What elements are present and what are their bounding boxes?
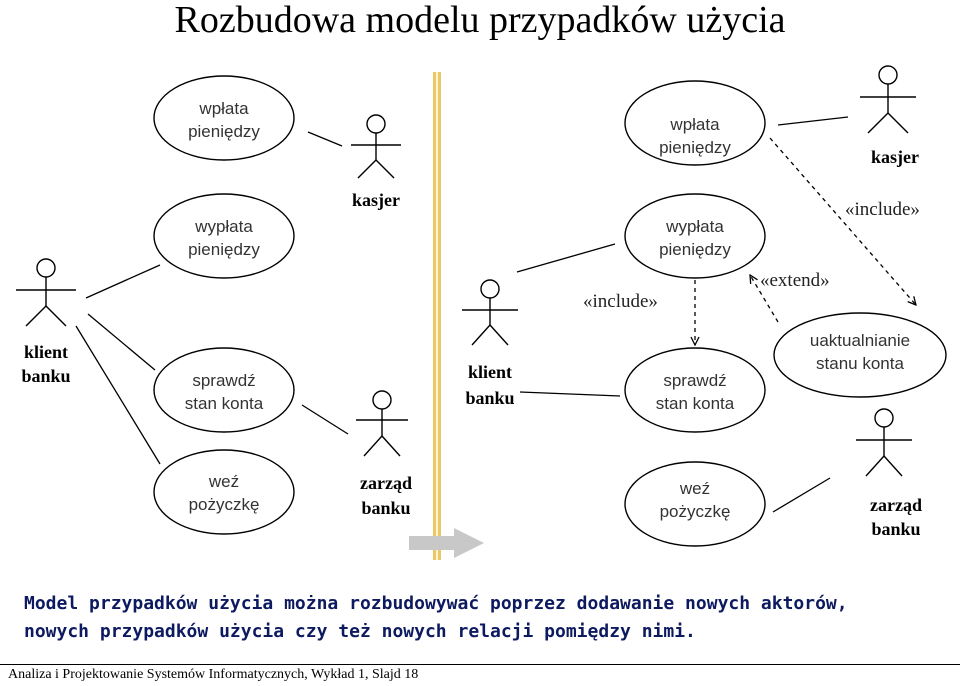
use-case-label: pieniędzy — [659, 240, 731, 259]
use-case-label: pożyczkę — [189, 495, 260, 514]
use-case-label: wpłata — [198, 99, 249, 118]
stereotype-extend-label: «extend» — [760, 270, 830, 291]
actor-cashier-left[interactable]: kasjer — [351, 114, 401, 210]
actor-label: kasjer — [352, 190, 400, 210]
actor-label: banku — [361, 498, 410, 518]
left-association-lines — [75, 131, 349, 465]
use-case-withdraw-right[interactable]: wypłata pieniędzy — [624, 193, 766, 279]
stereotype-include-label: «include» — [583, 291, 658, 312]
use-case-label: pożyczkę — [660, 502, 731, 521]
use-case-deposit[interactable]: wpłata pieniędzy — [153, 75, 295, 161]
actor-client-left[interactable]: klient banku — [16, 258, 76, 386]
use-case-label: stanu konta — [816, 354, 904, 373]
use-case-take-loan[interactable]: weź pożyczkę — [153, 449, 295, 535]
footer-divider — [0, 664, 960, 665]
use-case-label: stan konta — [656, 394, 735, 413]
slide-footer: Analiza i Projektowanie Systemów Informa… — [8, 667, 419, 682]
actor-label: klient — [24, 342, 68, 362]
stick-figure-actor-icon — [16, 258, 76, 327]
stick-figure-actor-icon — [356, 390, 408, 457]
divider-bar — [433, 72, 441, 560]
actor-board-left[interactable]: zarząd banku — [356, 390, 412, 518]
use-case-withdraw[interactable]: wypłata pieniędzy — [153, 193, 295, 279]
include-arrow-deposit-update — [769, 137, 916, 305]
actor-client-right[interactable]: klient banku — [462, 279, 518, 408]
actor-board-right[interactable]: zarząd banku — [856, 408, 922, 539]
actor-label: zarząd — [870, 495, 922, 515]
slide-description: Model przypadków użycia można rozbudowyw… — [24, 593, 848, 642]
use-case-take-loan-right[interactable]: weź pożyczkę — [624, 461, 766, 547]
right-association-lines — [516, 116, 849, 513]
use-case-label: wypłata — [665, 217, 724, 236]
use-case-label: uaktualnianie — [810, 331, 910, 350]
use-case-label: sprawdź — [192, 371, 255, 390]
transition-arrow-icon — [409, 528, 484, 558]
use-case-update-balance[interactable]: uaktualnianie stanu konta — [773, 312, 947, 398]
actor-label: banku — [21, 366, 70, 386]
extend-arrow-update-withdraw — [750, 275, 779, 323]
stick-figure-actor-icon — [351, 114, 401, 179]
use-case-label: wypłata — [194, 217, 253, 236]
actor-label: banku — [465, 388, 514, 408]
use-case-deposit-right[interactable]: wpłata pieniędzy — [624, 80, 766, 166]
use-case-label: weź — [679, 479, 710, 498]
actor-label: kasjer — [871, 147, 919, 167]
use-case-label: wpłata — [669, 115, 720, 134]
use-case-label: pieniędzy — [659, 138, 731, 157]
stick-figure-actor-icon — [860, 65, 916, 134]
actor-label: klient — [468, 362, 512, 382]
stick-figure-actor-icon — [856, 408, 912, 477]
actor-label: zarząd — [360, 473, 412, 493]
use-case-label: pieniędzy — [188, 122, 260, 141]
actor-label: banku — [871, 519, 920, 539]
use-case-check-balance[interactable]: sprawdź stan konta — [153, 347, 295, 433]
stick-figure-actor-icon — [462, 279, 518, 346]
use-case-diagram: wpłata pieniędzy wypłata pieniędzy spraw… — [16, 65, 947, 560]
dependency-arrows — [695, 137, 916, 345]
use-case-label: sprawdź — [663, 371, 726, 390]
stereotype-include-label: «include» — [845, 199, 920, 220]
use-case-label: stan konta — [185, 394, 264, 413]
use-case-label: pieniędzy — [188, 240, 260, 259]
use-case-check-balance-right[interactable]: sprawdź stan konta — [624, 347, 766, 433]
actor-cashier-right[interactable]: kasjer — [860, 65, 919, 167]
slide-title: Rozbudowa modelu przypadków użycia — [174, 0, 786, 41]
use-case-label: weź — [208, 472, 239, 491]
